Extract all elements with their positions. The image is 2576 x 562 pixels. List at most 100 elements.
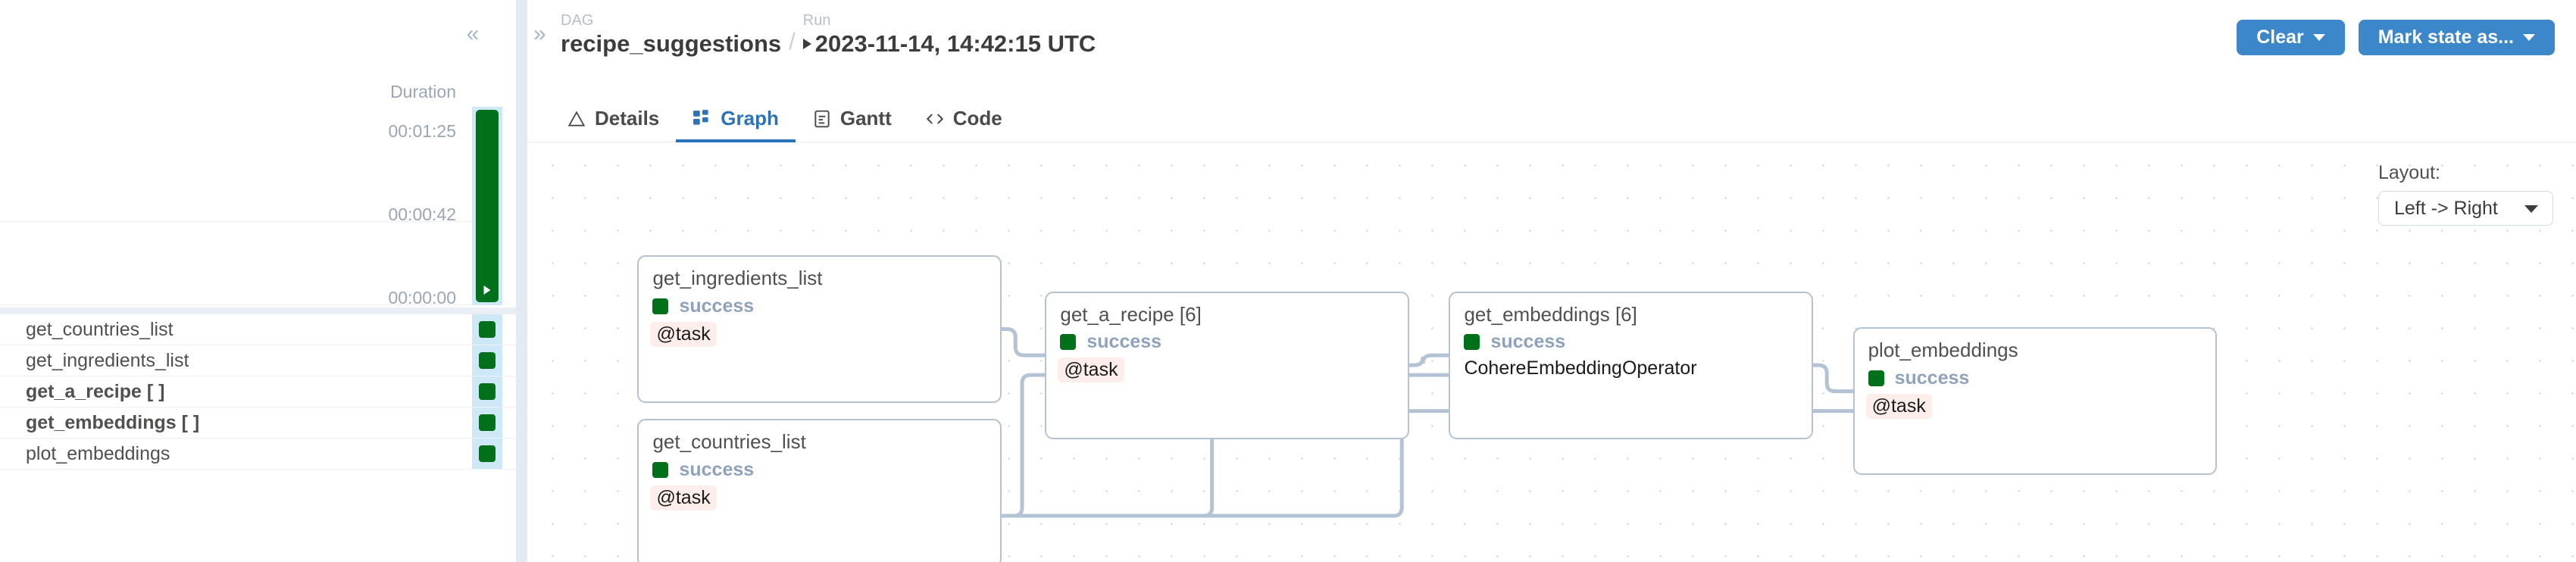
status-square-success [1868,370,1884,386]
layout-control: Layout: Left -> RightRight -> LeftTop ->… [2378,162,2553,226]
graph-node-status-label: success [679,295,755,317]
status-square-success [479,445,496,462]
task-instance-cell[interactable] [472,345,502,376]
tab-gantt[interactable]: Gantt [796,107,908,142]
clear-button-label: Clear [2256,27,2304,48]
status-square-success [1464,334,1480,351]
graph-node-title: get_a_recipe [6] [1060,302,1202,326]
task-row[interactable]: get_a_recipe [ ] [0,376,516,407]
breadcrumb-dag[interactable]: DAG recipe_suggestions [561,12,781,58]
duration-axis-title: Duration [390,82,456,101]
task-row-label: get_ingredients_list [26,349,189,371]
status-square-success [652,462,669,479]
graph-node-status: success [652,459,986,481]
duration-tick-max: 00:01:25 [388,121,456,141]
status-square-success [479,321,496,338]
graph-node-title: get_countries_list [652,430,806,454]
status-square-success [479,383,496,400]
graph-node-status: success [1060,331,1394,353]
task-instance-cell[interactable] [472,314,502,345]
status-square-success [1060,334,1077,351]
task-row-label: get_a_recipe [ ] [26,380,165,402]
graph-node-status: success [1868,367,2202,389]
graph-node-status-label: success [679,459,755,481]
breadcrumb-dag-kicker: DAG [561,12,594,29]
task-row[interactable]: plot_embeddings [0,439,516,470]
graph-node-operator-label: @task [650,486,717,511]
run-triangle-icon [802,39,811,50]
chevron-down-icon [2523,34,2535,41]
graph-canvas[interactable]: Layout: Left -> RightRight -> LeftTop ->… [527,142,2576,562]
tab-label: Graph [721,107,779,130]
task-instance-cell[interactable] [472,407,502,438]
task-row-label: get_countries_list [26,318,174,340]
status-square-success [479,414,496,431]
task-row-label: plot_embeddings [26,442,170,464]
task-instance-cell[interactable] [472,439,502,469]
breadcrumb-run[interactable]: Run 2023-11-14, 14:42:15 UTC [802,12,1096,58]
graph-edge [1407,353,1451,367]
chevrons-left-icon[interactable]: « [466,21,480,46]
status-square-success [479,352,496,369]
duration-gridline-mid [0,221,502,222]
graph-node-title: get_embeddings [6] [1464,302,1637,326]
graph-nodes-icon [692,109,712,129]
graph-node-status: success [652,295,986,317]
graph-edge [999,326,1047,357]
layout-select[interactable]: Left -> RightRight -> LeftTop -> BottomB… [2378,191,2553,226]
panel-resize-handle[interactable] [517,0,527,562]
graph-node-operator-label: @task [1865,393,1932,419]
graph-node-operator-label: @task [1058,357,1124,383]
mark-state-button[interactable]: Mark state as... [2358,20,2555,55]
graph-edge [1811,363,1855,394]
graph-node-status: success [1464,331,1798,353]
graph-node-operator-label: @task [650,321,717,347]
duration-tick-min: 00:00:00 [388,288,456,308]
gantt-document-icon [812,109,832,129]
tab-bar: Details Graph Gantt Code [527,94,2576,142]
tab-label: Code [952,107,1002,130]
graph-node-status-label: success [1490,331,1566,353]
task-instance-cell[interactable] [472,376,502,407]
mark-state-button-label: Mark state as... [2377,27,2514,48]
breadcrumb-separator: / [789,27,796,55]
tab-details[interactable]: Details [550,107,676,142]
breadcrumb-run-label: 2023-11-14, 14:42:15 UTC [814,30,1096,57]
code-brackets-icon [925,109,945,129]
task-row[interactable]: get_ingredients_list [0,345,516,376]
graph-node[interactable]: get_a_recipe [6] success @task [1045,291,1410,439]
grid-panel: « Duration 00:01:25 00:00:42 00:00:00 ge… [0,0,517,562]
graph-node-status-label: success [1894,367,1970,389]
clear-button[interactable]: Clear [2237,20,2345,55]
graph-node-operator-label: CohereEmbeddingOperator [1464,357,1697,379]
tab-label: Gantt [839,107,892,130]
details-header: » DAG recipe_suggestions / Run 2023-11-1… [527,0,2576,94]
chevron-down-icon [2312,34,2325,41]
dag-run-duration-bar [476,110,499,302]
dag-run-bar[interactable] [472,107,502,305]
chevrons-right-icon[interactable]: » [533,21,546,46]
tab-graph[interactable]: Graph [676,107,796,142]
task-row[interactable]: get_embeddings [ ] [0,407,516,439]
breadcrumb-run-name: 2023-11-14, 14:42:15 UTC [802,30,1096,58]
layout-select-wrapper: Left -> RightRight -> LeftTop -> BottomB… [2378,191,2553,226]
tab-code[interactable]: Code [908,107,1019,142]
graph-node-status-label: success [1086,331,1162,353]
task-row[interactable]: get_countries_list [0,314,516,345]
breadcrumb-run-kicker: Run [802,12,831,29]
breadcrumb-dag-name: recipe_suggestions [561,30,782,57]
task-row-label: get_embeddings [ ] [26,411,200,433]
grid-divider [0,308,516,314]
duration-tick-mid: 00:00:42 [388,205,456,224]
status-square-success [652,298,669,314]
run-play-marker-icon [483,286,491,295]
tab-label: Details [595,107,660,130]
graph-node-title: get_ingredients_list [652,266,823,289]
duration-gridline-bottom [0,304,502,305]
